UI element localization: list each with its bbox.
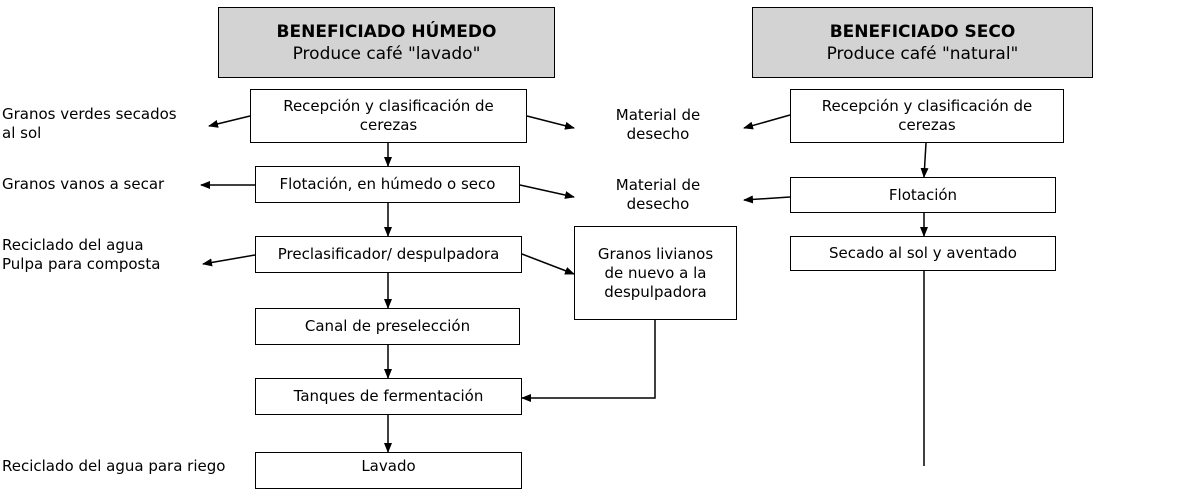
bottom-left-label: Reciclado del agua para riego (2, 457, 226, 475)
arrow-dry-flotation-to-waste (743, 195, 791, 204)
light-beans-box: Granos livianos de nuevo a la despulpado… (574, 226, 737, 320)
waste-label-1: Material de desecho (615, 106, 701, 143)
dry-header-subtitle: Produce café "natural" (826, 43, 1019, 64)
arrow-to-waste1 (526, 115, 575, 130)
wet-step-flotation: Flotación, en húmedo o seco (255, 166, 520, 203)
dry-step-flotation: Flotación (790, 177, 1056, 213)
dry-step-drying: Secado al sol y aventado (790, 236, 1056, 271)
wet-step-next: Lavado (255, 452, 522, 489)
flowchart-connectors (200, 114, 929, 466)
arrow-to-recycle (202, 254, 256, 267)
wet-process-header: BENEFICIADO HÚMEDO Produce café "lavado" (218, 7, 555, 78)
green-beans-label: Granos verdes secados al sol (2, 105, 177, 142)
wet-header-title: BENEFICIADO HÚMEDO (276, 21, 497, 42)
dry-step-reception: Recepción y clasificación de cerezas (790, 89, 1064, 143)
arrow-dry-reception-to-flotation (920, 142, 929, 178)
arrow-light-beans-to-tanks (521, 320, 656, 402)
arrow-to-green-beans (208, 115, 251, 128)
arrow-dry-reception-to-waste (743, 114, 791, 130)
wet-step-reception: Recepción y clasificación de cerezas (250, 89, 527, 143)
dry-header-title: BENEFICIADO SECO (829, 21, 1016, 42)
wet-step-tanks: Tanques de fermentación (255, 378, 522, 415)
arrow-to-light-beans (521, 253, 575, 275)
empty-beans-label: Granos vanos a secar (2, 175, 165, 193)
wet-step-channel: Canal de preselección (255, 308, 520, 345)
dry-process-header: BENEFICIADO SECO Produce café "natural" (752, 7, 1093, 78)
arrow-to-waste2 (519, 184, 575, 199)
wet-header-subtitle: Produce café "lavado" (292, 43, 481, 64)
waste-label-2: Material de desecho (615, 176, 701, 213)
recycle-label: Reciclado del agua Pulpa para composta (2, 236, 161, 273)
wet-step-pulper: Preclasificador/ despulpadora (255, 236, 522, 273)
